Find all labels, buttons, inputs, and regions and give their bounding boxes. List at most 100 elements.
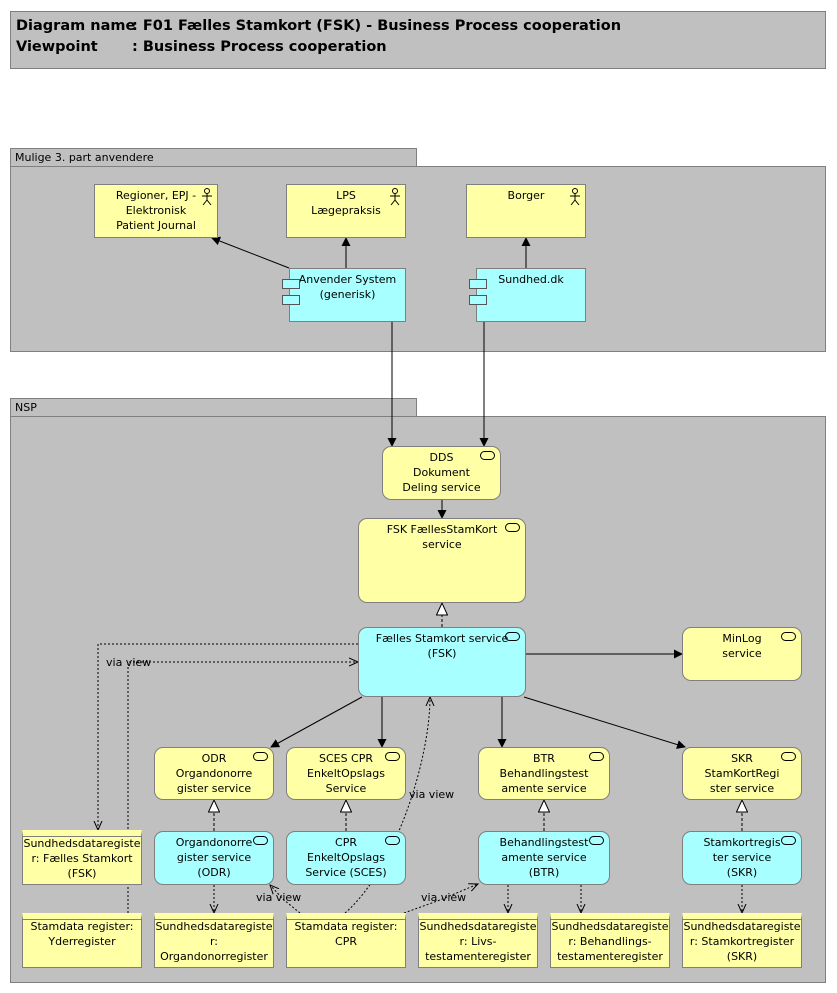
service-btr-line3: amente service	[501, 782, 587, 795]
actor-regioner[interactable]: Regioner, EPJ - Elektronisk Patient Jour…	[94, 184, 218, 238]
component-anvender-line2: (generisk)	[319, 288, 376, 301]
data-object-livstestamenteregister[interactable]: Sundhedsdataregiste r: Livs- testamenter…	[418, 913, 538, 968]
data-object-organdonorregister[interactable]: Sundhedsdataregiste r: Organdonorregiste…	[154, 913, 274, 968]
actor-borger-line1: Borger	[507, 189, 545, 202]
service-icon	[480, 451, 495, 460]
data-organ-line1: Sundhedsdataregiste	[155, 920, 273, 933]
component-anvender-system[interactable]: Anvender System (generisk)	[282, 268, 406, 322]
data-fsk-line1: Sundhedsdataregiste	[23, 837, 141, 850]
app-service-odr[interactable]: Organdonorre gister service (ODR)	[154, 831, 274, 885]
component-icon	[282, 295, 300, 305]
service-dds-line2: Dokument	[413, 466, 470, 479]
app-btr-line1: Behandlingstest	[499, 836, 589, 849]
service-icon	[589, 752, 604, 761]
service-fsk-line1: FSK FællesStamKort	[386, 523, 498, 536]
app-skr-line3: (SKR)	[726, 866, 758, 879]
data-fsk-line2: r: Fælles Stamkort	[31, 852, 133, 865]
actor-lps-line1: LPS	[336, 189, 356, 202]
service-skr-line3: ster service	[709, 782, 775, 795]
data-object-stamkortregister[interactable]: Sundhedsdataregiste r: Stamkortregister …	[682, 913, 802, 968]
group-nsp[interactable]	[10, 416, 826, 983]
app-odr-line3: (ODR)	[197, 866, 231, 879]
data-object-fsk-register[interactable]: Sundhedsdataregiste r: Fælles Stamkort (…	[22, 830, 142, 885]
service-icon	[253, 836, 268, 845]
actor-lps-line2: Lægepraksis	[311, 204, 381, 217]
component-icon	[469, 279, 487, 289]
data-object-yderregister[interactable]: Stamdata register: Yderregister	[22, 913, 142, 968]
group-tab-top: Mulige 3. part anvendere	[10, 148, 417, 166]
data-stamkort-line3: (SKR)	[726, 950, 758, 963]
service-skr-line1: SKR	[731, 752, 753, 765]
service-sces-cpr[interactable]: SCES CPR EnkeltOpslags Service	[286, 747, 406, 800]
service-sces-line1: SCES CPR	[318, 752, 374, 765]
diagram-header: Diagram name : F01 Fælles Stamkort (FSK)…	[10, 11, 826, 69]
actor-icon	[202, 188, 212, 206]
data-livs-line1: Sundhedsdataregiste	[419, 920, 537, 933]
service-dds[interactable]: DDS Dokument Deling service	[382, 446, 501, 500]
app-service-skr[interactable]: Stamkortregis ter service (SKR)	[682, 831, 802, 885]
service-skr[interactable]: SKR StamKortRegi ster service	[682, 747, 802, 800]
app-btr-line3: (BTR)	[528, 866, 560, 879]
service-minlog[interactable]: MinLog service	[682, 627, 802, 681]
service-fsk-faellesstamkort[interactable]: FSK FællesStamKort service	[358, 518, 526, 603]
app-skr-line1: Stamkortregis	[703, 836, 781, 849]
app-faelles-line2: (FSK)	[427, 647, 457, 660]
data-stamkort-line1: Sundhedsdataregiste	[683, 920, 801, 933]
data-yder-line1: Stamdata register:	[30, 920, 134, 933]
app-service-cpr[interactable]: CPR EnkeltOpslags Service (SCES)	[286, 831, 406, 885]
actor-borger[interactable]: Borger	[466, 184, 586, 238]
service-odr-line2: Organdonorre	[175, 767, 253, 780]
data-yder-line2: Yderregister	[48, 935, 116, 948]
data-fsk-line3: (FSK)	[67, 867, 97, 880]
service-icon	[385, 752, 400, 761]
service-sces-line3: Service	[325, 782, 367, 795]
service-icon	[253, 752, 268, 761]
data-organ-line2: r:	[209, 935, 219, 948]
service-odr[interactable]: ODR Organdonorre gister service	[154, 747, 274, 800]
service-skr-line2: StamKortRegi	[704, 767, 780, 780]
app-service-btr[interactable]: Behandlingstest amente service (BTR)	[478, 831, 610, 885]
app-odr-line2: gister service	[176, 851, 252, 864]
edge-label-via-view: via view	[421, 891, 467, 904]
component-sundhed-dk[interactable]: Sundhed.dk	[469, 268, 586, 322]
data-livs-line2: r: Livs-	[459, 935, 497, 948]
component-icon	[282, 279, 300, 289]
data-object-behandlingstestamenteregister[interactable]: Sundhedsdataregiste r: Behandlings- test…	[550, 913, 670, 968]
data-stamkort-line2: r: Stamkortregister	[689, 935, 795, 948]
app-cpr-line1: CPR	[335, 836, 357, 849]
data-object-cpr-register[interactable]: Stamdata register: CPR	[286, 913, 406, 968]
service-icon	[781, 836, 796, 845]
component-icon	[469, 295, 487, 305]
diagram-name-key: Diagram name	[16, 18, 136, 34]
edge-label-via-view: via view	[409, 788, 455, 801]
service-icon	[589, 836, 604, 845]
service-minlog-line2: service	[722, 647, 762, 660]
service-sces-line2: EnkeltOpslags	[307, 767, 385, 780]
actor-regioner-line2: Elektronisk	[125, 204, 187, 217]
service-icon	[385, 836, 400, 845]
service-dds-line3: Deling service	[402, 481, 481, 494]
service-fsk-line2: service	[422, 538, 462, 551]
data-livs-line3: testamenteregister	[425, 950, 531, 963]
component-sundhed-line1: Sundhed.dk	[498, 273, 564, 286]
viewpoint-value: : Business Process cooperation	[132, 39, 387, 55]
service-btr[interactable]: BTR Behandlingstest amente service	[478, 747, 610, 800]
actor-icon	[570, 188, 580, 206]
data-beh-line1: Sundhedsdataregiste	[551, 920, 669, 933]
service-odr-line1: ODR	[201, 752, 227, 765]
actor-lps[interactable]: LPS Lægepraksis	[286, 184, 406, 238]
data-organ-line3: Organdonorregister	[160, 950, 268, 963]
app-service-faelles-stamkort[interactable]: Fælles Stamkort service (FSK)	[358, 627, 526, 697]
app-cpr-line3: Service (SCES)	[305, 866, 387, 879]
service-odr-line3: gister service	[176, 782, 252, 795]
app-odr-line1: Organdonorre	[175, 836, 253, 849]
service-icon	[781, 632, 796, 641]
service-icon	[781, 752, 796, 761]
service-minlog-line1: MinLog	[722, 632, 762, 645]
data-beh-line2: r: Behandlings-	[568, 935, 652, 948]
component-anvender-line1: Anvender System	[298, 273, 397, 286]
service-icon	[505, 523, 520, 532]
actor-regioner-line1: Regioner, EPJ -	[115, 189, 197, 202]
service-icon	[505, 632, 520, 641]
